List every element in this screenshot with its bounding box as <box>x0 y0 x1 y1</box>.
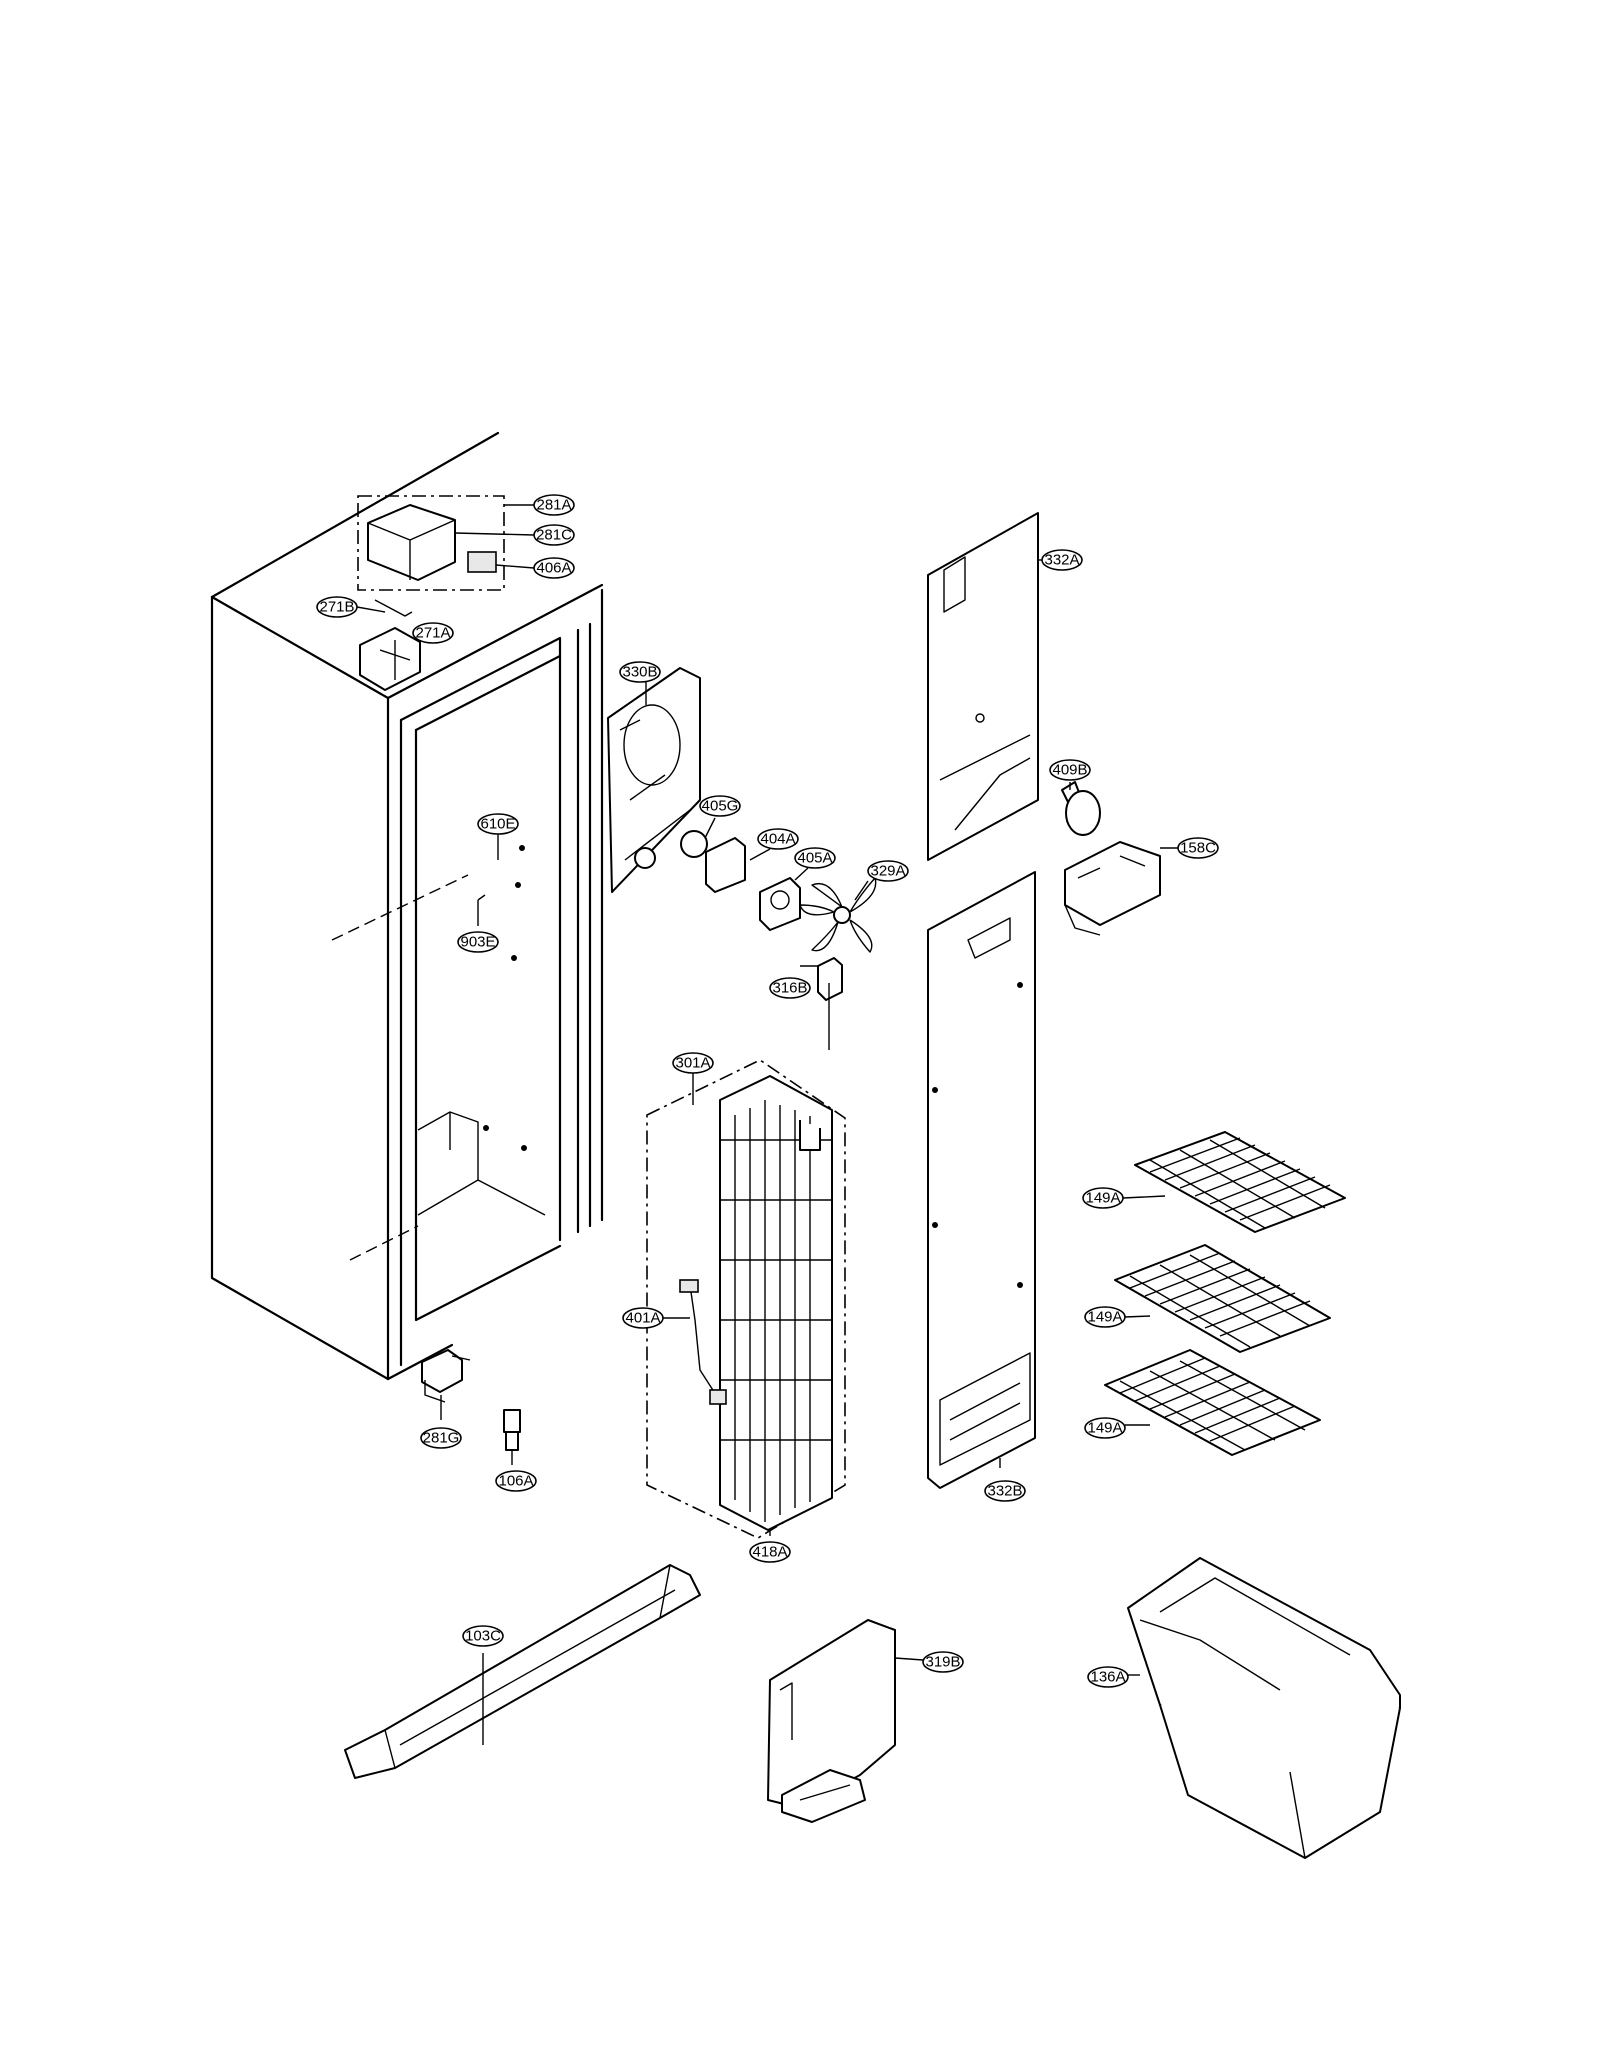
callout-label: 149A <box>1087 1420 1122 1437</box>
callout-329A: 329A <box>867 860 909 882</box>
evaporator-assembly <box>646 1059 846 1539</box>
callout-label: 418A <box>752 1544 787 1561</box>
callout-label: 330B <box>622 664 657 681</box>
callout-label: 332B <box>987 1483 1022 1500</box>
callout-label: 329A <box>870 863 905 880</box>
callout-316B: 316B <box>769 977 811 999</box>
wire-shelf <box>1104 1349 1321 1456</box>
callout-label: 319B <box>925 1654 960 1671</box>
callout-label: 405G <box>702 798 739 815</box>
callout-319B: 319B <box>922 1651 964 1673</box>
callout-label: 103C <box>465 1628 501 1645</box>
callout-label: 301A <box>675 1055 710 1072</box>
leveling-leg <box>503 1409 521 1451</box>
wire-shelf <box>1114 1244 1331 1353</box>
callout-103C: 103C <box>462 1625 504 1647</box>
callout-610E: 610E <box>477 813 519 835</box>
callout-label: 158C <box>1180 840 1216 857</box>
callout-label: 316B <box>772 980 807 997</box>
refrigerator-cabinet <box>210 431 604 1403</box>
callout-136A: 136A <box>1087 1666 1129 1688</box>
small-pad <box>817 957 843 1001</box>
fan-blade <box>799 877 877 953</box>
callout-418A: 418A <box>749 1541 791 1563</box>
crisper-bin <box>1127 1557 1401 1859</box>
callout-label: 610E <box>480 816 515 833</box>
callout-149A-1: 149A <box>1082 1187 1124 1209</box>
bottom-rail <box>344 1564 701 1779</box>
callout-332B: 332B <box>984 1480 1026 1502</box>
fan-shroud <box>607 667 701 893</box>
callout-label: 409B <box>1052 762 1087 779</box>
callout-label: 271A <box>415 625 450 642</box>
callout-label: 404A <box>760 831 795 848</box>
duct-cover <box>767 1619 896 1823</box>
leader-lines <box>356 504 1178 1745</box>
callout-271A: 271A <box>412 622 454 644</box>
wire-shelf <box>1134 1131 1346 1233</box>
callout-label: 405A <box>797 850 832 867</box>
callout-158C: 158C <box>1177 837 1219 859</box>
callout-406A: 406A <box>533 557 575 579</box>
callout-149A-2: 149A <box>1084 1306 1126 1328</box>
callout-label: 149A <box>1085 1190 1120 1207</box>
fan-motor-parts <box>680 830 801 931</box>
callout-281G: 281G <box>420 1427 462 1449</box>
lamp-cover <box>1064 841 1161 936</box>
control-box-assembly <box>357 495 505 591</box>
callout-301A: 301A <box>672 1052 714 1074</box>
callout-label: 903E <box>460 934 495 951</box>
callout-label: 332A <box>1044 552 1079 569</box>
callout-404A: 404A <box>757 828 799 850</box>
light-bulb <box>1061 781 1101 836</box>
callout-401A: 401A <box>622 1307 664 1329</box>
callout-330B: 330B <box>619 661 661 683</box>
callout-903E: 903E <box>457 931 499 953</box>
callout-281C: 281C <box>533 524 575 546</box>
callout-label: 149A <box>1087 1309 1122 1326</box>
callout-106A: 106A <box>495 1470 537 1492</box>
callout-label: 281A <box>536 497 571 514</box>
callout-405G: 405G <box>699 795 741 817</box>
callout-332A: 332A <box>1041 549 1083 571</box>
callout-label: 401A <box>625 1310 660 1327</box>
callout-label: 271B <box>319 599 354 616</box>
callout-label: 106A <box>498 1473 533 1490</box>
callout-label: 136A <box>1090 1669 1125 1686</box>
callout-281A: 281A <box>533 494 575 516</box>
callout-label: 281C <box>536 527 572 544</box>
cover-panel-lower <box>927 871 1036 1489</box>
callout-405A: 405A <box>794 847 836 869</box>
callout-149A-3: 149A <box>1084 1417 1126 1439</box>
callout-409B: 409B <box>1049 759 1091 781</box>
cover-panel-upper <box>927 512 1039 861</box>
callout-label: 281G <box>423 1430 460 1447</box>
callout-label: 406A <box>536 560 571 577</box>
callout-271B: 271B <box>316 596 358 618</box>
